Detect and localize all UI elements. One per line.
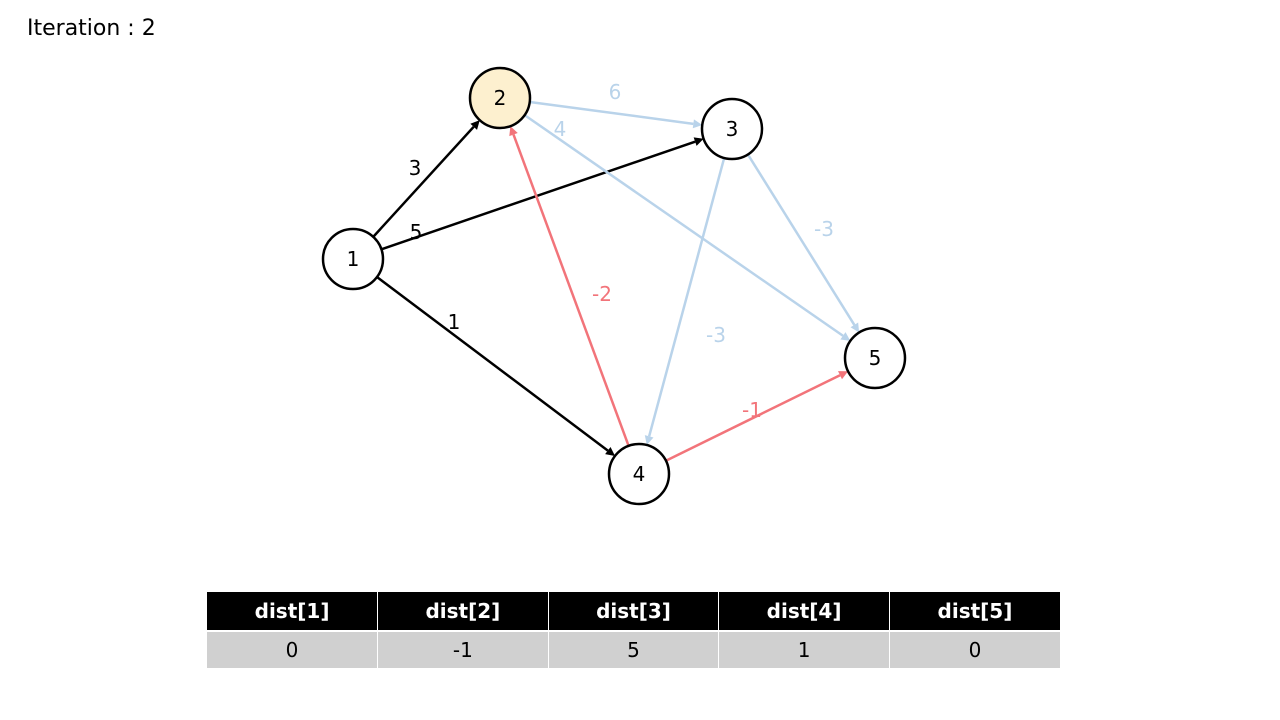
edge-2-3	[529, 100, 703, 129]
arrowhead-icon	[470, 120, 480, 130]
dist-value-cell: 1	[718, 630, 890, 668]
edge-weight-label: 1	[448, 310, 461, 334]
iteration-label: Iteration : 2	[27, 16, 156, 41]
node-label: 3	[726, 117, 739, 141]
dist-value-cell: 0	[888, 630, 1060, 668]
edge-4-5	[665, 371, 849, 462]
arrowhead-icon	[509, 126, 518, 137]
edge-1-2	[372, 120, 480, 238]
edge-weight-label: 4	[554, 117, 567, 141]
arrowhead-icon	[840, 332, 851, 341]
dist-table: dist[1] dist[2] dist[3] dist[4] dist[5] …	[207, 592, 1060, 668]
edge-3-4	[644, 157, 726, 446]
edge-3-5	[746, 153, 860, 333]
node-label: 2	[494, 86, 507, 110]
node-1: 1	[321, 227, 385, 291]
edge-weight-label: -2	[592, 282, 612, 306]
arrowhead-icon	[605, 446, 616, 456]
dist-header-cell: dist[3]	[547, 592, 720, 631]
edge-weight-label: -1	[742, 398, 762, 422]
arrowhead-icon	[693, 137, 704, 146]
arrowhead-icon	[850, 322, 860, 333]
node-5: 5	[843, 326, 907, 390]
node-label: 1	[347, 247, 360, 271]
node-label: 5	[869, 346, 882, 370]
arrowhead-icon	[644, 435, 654, 446]
arrowhead-icon	[838, 371, 849, 380]
dist-header-cell: dist[2]	[377, 592, 549, 631]
edge-weight-label: 5	[410, 220, 423, 244]
edge-2-5	[523, 114, 851, 341]
node-label: 4	[633, 462, 646, 486]
edge-1-3	[380, 137, 704, 251]
arrowhead-icon	[692, 119, 703, 129]
dist-value-cell: 5	[547, 630, 720, 668]
edge-4-2	[509, 126, 630, 447]
dist-value-cell: -1	[377, 630, 549, 668]
dist-value-cell: 0	[207, 630, 379, 668]
edge-weight-label: -3	[814, 217, 834, 241]
dist-header-row: dist[1] dist[2] dist[3] dist[4] dist[5]	[207, 592, 1060, 631]
edge-weight-label: 6	[609, 80, 622, 104]
dist-header-cell: dist[5]	[888, 592, 1060, 631]
dist-value-row: 0 -1 5 1 0	[207, 630, 1060, 668]
edge-weight-label: 3	[409, 156, 422, 180]
graph-diagram: 3 5 1 6 4 -3 -3 -2 -1 1 2 3 4 5	[321, 66, 907, 506]
node-3: 3	[700, 97, 764, 161]
node-4: 4	[607, 442, 671, 506]
dist-header-cell: dist[4]	[718, 592, 890, 631]
edge-weight-label: -3	[706, 323, 726, 347]
node-2: 2	[468, 66, 532, 130]
dist-header-cell: dist[1]	[207, 592, 379, 631]
edge-1-4	[376, 276, 616, 456]
